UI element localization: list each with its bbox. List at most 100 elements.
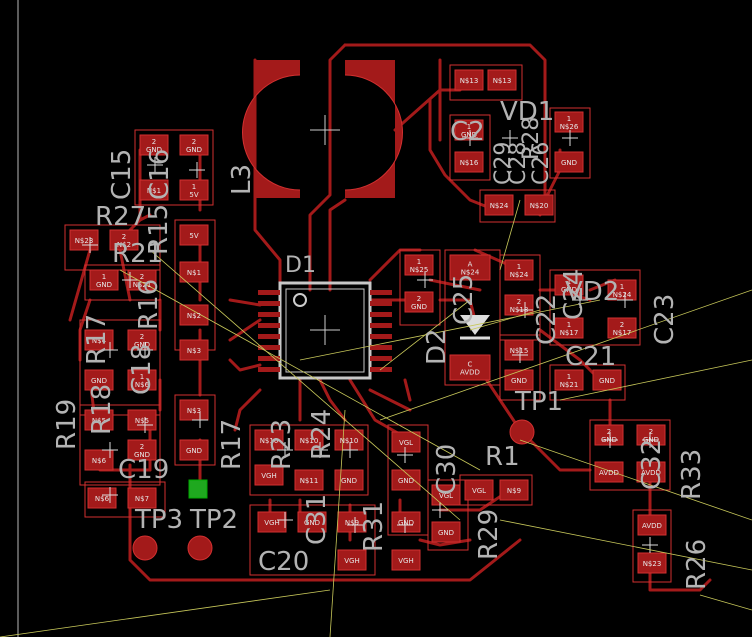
- pad-label: N$23: [643, 560, 662, 568]
- smd-pad-20: [87, 487, 117, 509]
- pad-label: VGL: [439, 492, 453, 500]
- pad-label: N$18: [510, 306, 529, 314]
- airwires: [0, 199, 752, 637]
- trace-6: [328, 198, 347, 292]
- pad-label: 2: [140, 333, 144, 341]
- smd-pad-64: [554, 111, 584, 133]
- ref-L3: L3: [227, 164, 257, 195]
- smd-pad-32: [257, 511, 287, 533]
- part-outline-2: [84, 264, 161, 301]
- pad-label: 2: [649, 428, 653, 436]
- ref-C32: C32: [637, 439, 667, 490]
- airwire-6: [499, 519, 752, 571]
- smd-pad-68: [449, 254, 491, 281]
- pad-label: 1: [417, 258, 421, 266]
- pad-label: N$25: [410, 266, 429, 274]
- smd-pad-27: [294, 469, 324, 491]
- pad-label: GND: [511, 377, 527, 385]
- smd-pad-7: [109, 229, 139, 251]
- test-point-TP2: [187, 535, 213, 561]
- ic-pin-left: [258, 323, 280, 328]
- ref-R29: R29: [474, 509, 504, 560]
- pad-label: GND: [411, 303, 427, 311]
- smd-pad-0: [139, 134, 169, 156]
- ref-C23: C23: [650, 294, 680, 345]
- pad-label: N$6: [135, 381, 150, 389]
- ref-R17: R17: [82, 314, 112, 365]
- pad-label: N$24: [510, 271, 529, 279]
- ref-R21: R21: [112, 239, 163, 269]
- pad-label: 5V: [189, 191, 198, 199]
- trace-39: [648, 558, 712, 592]
- ic-pin-left: [258, 334, 280, 339]
- ref-VD1: VD1: [500, 97, 554, 127]
- pad-label: N$10: [260, 437, 279, 445]
- pad-label: N$1: [187, 269, 201, 277]
- smd-pad-3: [179, 179, 209, 201]
- pad-label: N$21: [560, 381, 579, 389]
- pad-label: N$4: [92, 337, 107, 345]
- trace-24: [318, 378, 347, 422]
- pad-label: GND: [561, 286, 577, 294]
- trace-4: [428, 98, 497, 212]
- ref-R17b: R17: [217, 419, 247, 470]
- trace-36: [518, 428, 592, 472]
- part-outline-21: [449, 114, 491, 181]
- ref-R33: R33: [677, 449, 707, 500]
- pad-label: N$6: [92, 457, 107, 465]
- smd-pad-43: [404, 291, 434, 313]
- airwire-11: [379, 299, 471, 371]
- ic-pin-right: [370, 356, 392, 361]
- smd-pad-62: [454, 119, 484, 141]
- airwire-5: [379, 289, 752, 421]
- airwire-10: [499, 199, 521, 271]
- ref-R28: R28: [519, 117, 544, 160]
- smd-pad-36: [391, 511, 421, 533]
- trace-0: [343, 43, 547, 122]
- part-outline-24: [444, 249, 501, 386]
- smd-pad-37: [391, 549, 421, 571]
- ic-pin-right: [370, 312, 392, 317]
- pad-label: N$13: [493, 77, 512, 85]
- trace-1: [308, 43, 347, 292]
- pad-label: 1: [517, 263, 521, 271]
- pad-label: N$23: [75, 237, 94, 245]
- pad-label: N$24: [461, 269, 480, 277]
- ref-C20: C20: [258, 547, 309, 577]
- airwire-7: [519, 439, 752, 521]
- pad-label: N$10: [340, 437, 359, 445]
- pad-label: 1: [567, 278, 571, 286]
- pad-label: 2: [140, 443, 144, 451]
- smd-pad-60: [454, 69, 484, 91]
- smd-pad-25: [254, 464, 284, 486]
- ic-pin1-mark: [293, 293, 307, 307]
- pad-label: 1: [102, 273, 106, 281]
- test-point-TP1: [509, 419, 535, 445]
- smd-pad-47: [504, 369, 534, 391]
- pad-label: 1: [567, 115, 571, 123]
- smd-pad-42: [404, 254, 434, 276]
- pad-label: N$21: [133, 281, 152, 289]
- ref-C2: C2: [450, 117, 485, 147]
- smd-pad-59: [637, 552, 667, 574]
- ic-pin-left: [258, 356, 280, 361]
- pad-label: AVDD: [460, 369, 480, 377]
- pad-label: N$3: [187, 347, 201, 355]
- pad-label: GND: [134, 451, 150, 459]
- smd-pad-11: [179, 339, 209, 361]
- pad-label: N$2: [187, 312, 201, 320]
- ref-R27: R27: [95, 202, 146, 232]
- pad-label: 5V: [189, 232, 198, 240]
- trace-20: [228, 318, 262, 342]
- pad-label: N$1: [147, 187, 161, 195]
- smd-pad-31: [391, 469, 421, 491]
- ref-C29: C29: [491, 142, 516, 185]
- pad-label: N$17: [613, 329, 632, 337]
- pad-label: AVDD: [641, 469, 661, 477]
- inductor-outline: [242, 74, 403, 191]
- ic-body-inner: [285, 288, 365, 373]
- smd-pad-10: [179, 304, 209, 326]
- pad-label: GND: [438, 529, 454, 537]
- airwire-4: [329, 409, 346, 637]
